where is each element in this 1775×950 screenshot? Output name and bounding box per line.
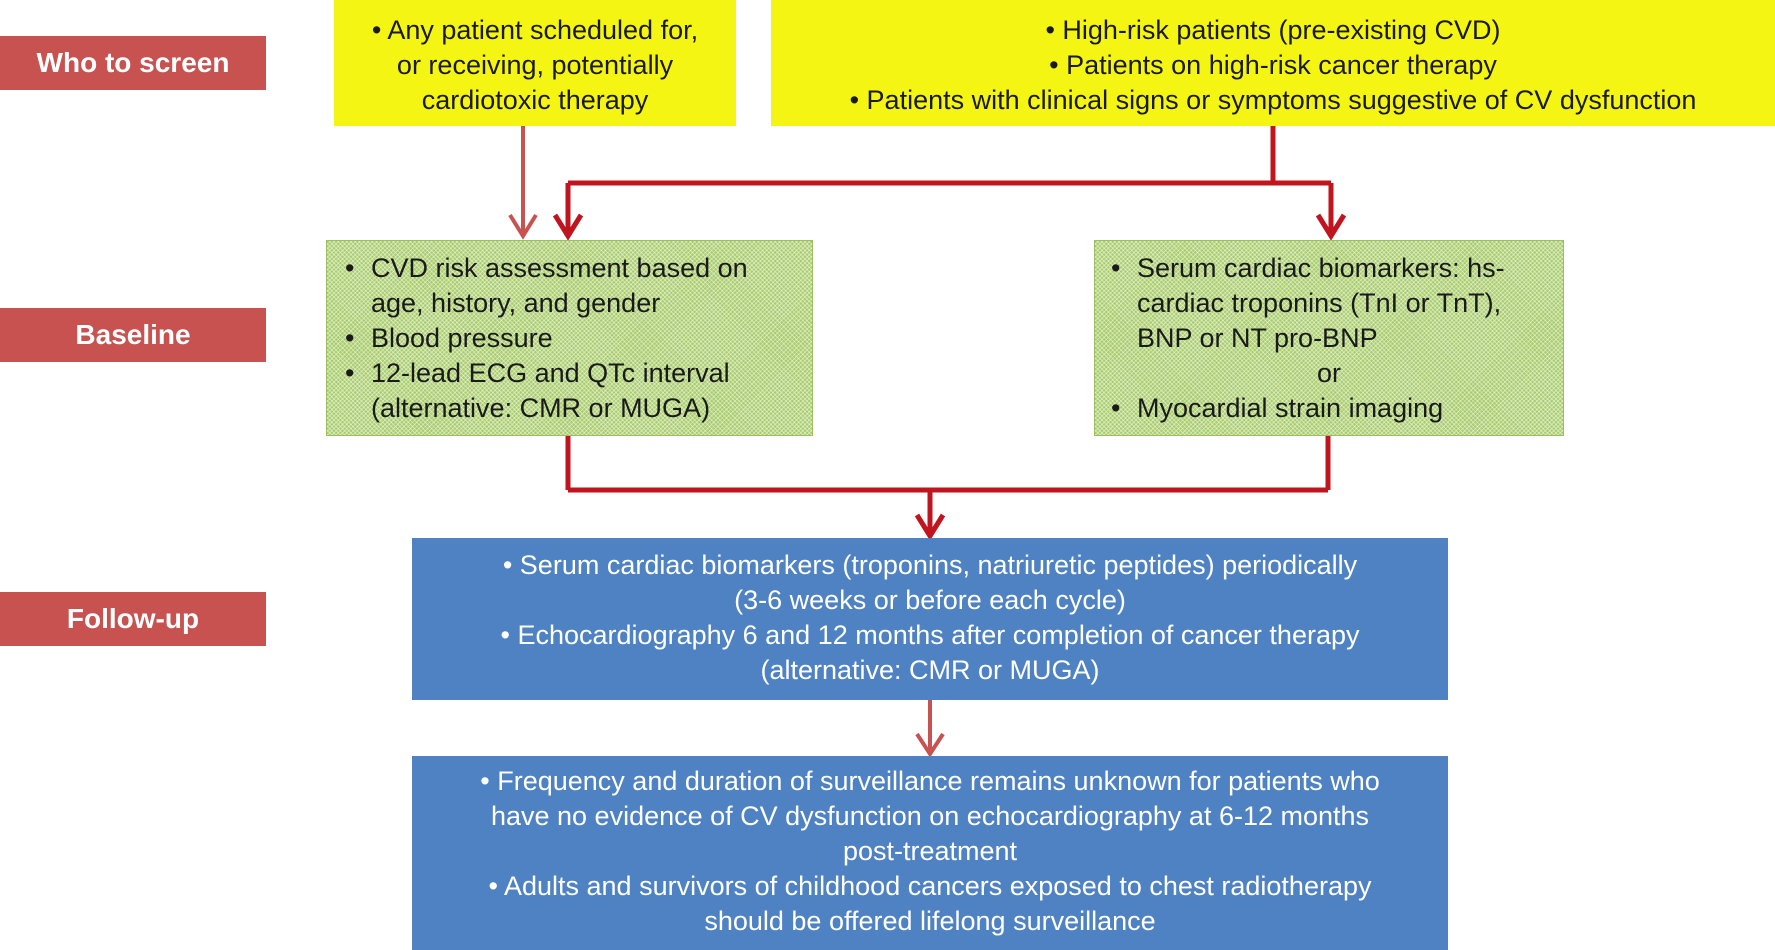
surveillance-item-2-line-2: should be offered lifelong surveillance xyxy=(704,906,1156,936)
baseline-right-item-2: • Myocardial strain imaging xyxy=(1111,391,1547,426)
arrow-top-left-to-baseline xyxy=(508,126,538,240)
who-to-screen-high-risk-box: • High-risk patients (pre-existing CVD) … xyxy=(771,0,1775,126)
bullet-icon: • xyxy=(1111,393,1121,423)
arrow-top-right-split xyxy=(552,126,1347,241)
baseline-left-item-3: • 12-lead ECG and QTc interval (alternat… xyxy=(345,356,796,426)
surveillance-item-1-line-2: have no evidence of CV dysfunction on ec… xyxy=(490,801,1370,831)
high-risk-item-2: • Patients on high-risk cancer therapy xyxy=(1049,50,1497,80)
surveillance-text-2a: Adults and survivors of childhood cancer… xyxy=(503,871,1372,901)
stage-label-baseline: Baseline xyxy=(0,308,266,362)
baseline-assessment-box: • CVD risk assessment based on age, hist… xyxy=(326,240,813,436)
arrow-followup-to-surveillance xyxy=(915,700,945,758)
high-risk-item-3: • Patients with clinical signs or sympto… xyxy=(849,85,1697,115)
bullet-icon: • xyxy=(345,323,355,353)
stage-label-followup-text: Follow-up xyxy=(66,603,200,634)
any-patient-line-1: • Any patient scheduled for, xyxy=(371,15,699,45)
follow-up-monitoring-box: • Serum cardiac biomarkers (troponins, n… xyxy=(412,538,1448,700)
baseline-right-item-1: • Serum cardiac biomarkers: hs-cardiac t… xyxy=(1111,251,1547,356)
stage-label-baseline-text: Baseline xyxy=(75,319,191,350)
high-risk-text-1: High-risk patients (pre-existing CVD) xyxy=(1062,15,1501,45)
stage-label-who-text: Who to screen xyxy=(36,47,230,78)
followup-item-2-line-2: (alternative: CMR or MUGA) xyxy=(760,655,1100,685)
followup-item-1-line-1: • Serum cardiac biomarkers (troponins, n… xyxy=(502,550,1358,580)
arrow-baseline-merge xyxy=(565,436,1331,541)
followup-text-2a: Echocardiography 6 and 12 months after c… xyxy=(517,620,1360,650)
followup-item-2-line-1: • Echocardiography 6 and 12 months after… xyxy=(500,620,1360,650)
baseline-right-text-1: Serum cardiac biomarkers: hs-cardiac tro… xyxy=(1137,253,1505,353)
baseline-left-text-3: 12-lead ECG and QTc interval (alternativ… xyxy=(371,358,730,423)
high-risk-item-1: • High-risk patients (pre-existing CVD) xyxy=(1045,15,1501,45)
high-risk-text-3: Patients with clinical signs or symptoms… xyxy=(866,85,1697,115)
surveillance-item-1-line-1: • Frequency and duration of surveillance… xyxy=(480,766,1380,796)
stage-label-who-to-screen: Who to screen xyxy=(0,36,266,90)
baseline-left-text-2: Blood pressure xyxy=(371,323,553,353)
baseline-left-item-2: • Blood pressure xyxy=(345,321,796,356)
stage-label-follow-up: Follow-up xyxy=(0,592,266,646)
bullet-icon: • xyxy=(345,253,355,283)
who-to-screen-any-patient-box: • Any patient scheduled for, or receivin… xyxy=(334,0,736,126)
any-patient-line-3: cardiotoxic therapy xyxy=(421,85,649,115)
surveillance-text-1a: Frequency and duration of surveillance r… xyxy=(497,766,1380,796)
surveillance-item-2-line-1: • Adults and survivors of childhood canc… xyxy=(488,871,1372,901)
bullet-icon: • xyxy=(345,358,355,388)
followup-item-1-line-2: (3-6 weeks or before each cycle) xyxy=(734,585,1126,615)
baseline-left-item-1: • CVD risk assessment based on age, hist… xyxy=(345,251,796,321)
bullet-icon: • xyxy=(1111,253,1121,283)
surveillance-item-1-line-3: post-treatment xyxy=(842,836,1018,866)
followup-text-1a: Serum cardiac biomarkers (troponins, nat… xyxy=(519,550,1358,580)
surveillance-box: • Frequency and duration of surveillance… xyxy=(412,756,1448,950)
baseline-left-text-1: CVD risk assessment based on age, histor… xyxy=(371,253,748,318)
high-risk-text-2: Patients on high-risk cancer therapy xyxy=(1066,50,1497,80)
baseline-right-or: or xyxy=(1316,358,1341,388)
any-patient-text-1: Any patient scheduled for, xyxy=(387,15,699,45)
baseline-biomarkers-box: • Serum cardiac biomarkers: hs-cardiac t… xyxy=(1094,240,1564,436)
baseline-right-text-2: Myocardial strain imaging xyxy=(1137,393,1444,423)
any-patient-line-2: or receiving, potentially xyxy=(396,50,674,80)
